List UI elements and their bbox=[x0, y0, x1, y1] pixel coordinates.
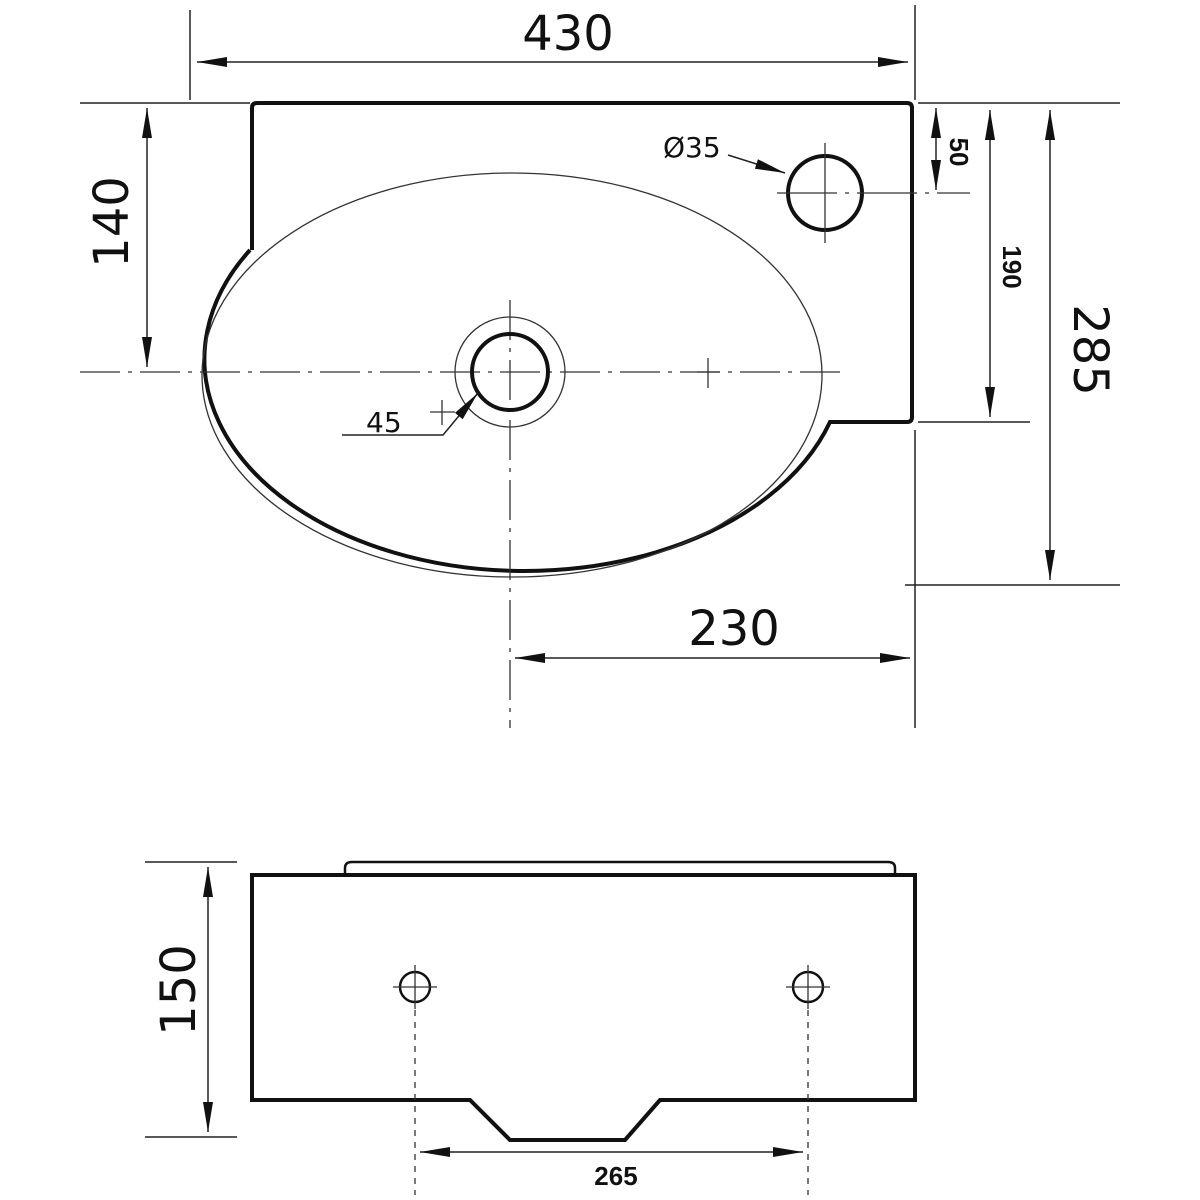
drain-leader bbox=[342, 392, 479, 436]
top-view: Ø35 45 430 140 50 190 285 230 bbox=[80, 5, 1120, 728]
fixing-spacing-label: 265 bbox=[594, 1161, 637, 1191]
side-outline bbox=[250, 873, 917, 1142]
depth-total-label: 285 bbox=[1062, 304, 1118, 396]
drain-depth-label: 140 bbox=[84, 176, 140, 268]
tap-hole-diameter-label: Ø35 bbox=[663, 131, 721, 164]
height-label: 150 bbox=[151, 944, 207, 1036]
drain-hole bbox=[470, 332, 550, 412]
bowl-inner-edge bbox=[201, 172, 823, 578]
drain-diameter-label: 45 bbox=[366, 406, 402, 439]
width-total-label: 430 bbox=[522, 6, 614, 62]
basin-outline bbox=[202, 101, 914, 573]
drain-to-right-label: 230 bbox=[688, 601, 780, 657]
basin-lip bbox=[343, 860, 897, 875]
tap-offset-label: 50 bbox=[944, 138, 974, 167]
ledge-depth-label: 190 bbox=[997, 245, 1027, 288]
tap-hole-leader bbox=[727, 154, 786, 174]
side-view: 265 150 bbox=[145, 860, 917, 1195]
drain-outer-ring bbox=[454, 316, 566, 428]
